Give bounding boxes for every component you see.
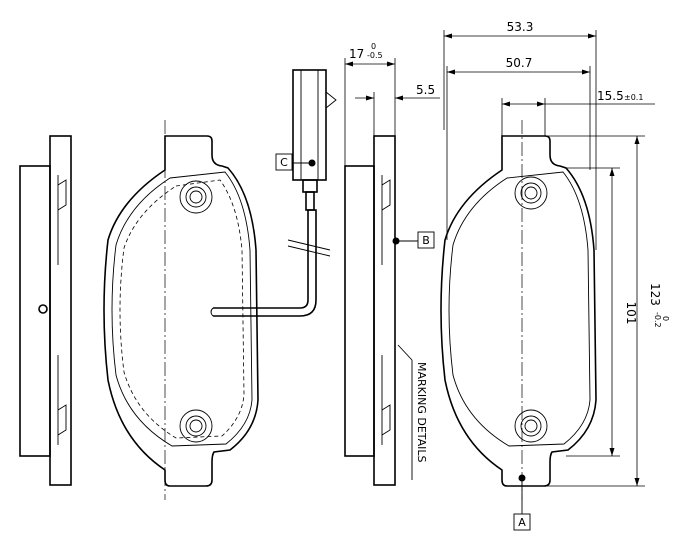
left-side-view (19, 135, 72, 486)
ref-a-label: A (518, 516, 526, 529)
wear-indicator-hole (38, 304, 48, 314)
ref-b-box (417, 231, 435, 249)
dim-17-tol-bottom: -0.5 (367, 51, 383, 60)
right-rivet-top (514, 176, 548, 210)
left-backplate (49, 135, 72, 486)
dim-101: 101 (624, 302, 638, 325)
left-friction-block (19, 165, 51, 457)
front-pad-friction-outline (111, 171, 253, 447)
ref-b-label: B (422, 234, 430, 247)
dim-17-tol-top: 0 (371, 42, 376, 51)
front-pad-outline (103, 135, 259, 487)
marking-details-label: MARKING DETAILS (415, 362, 428, 463)
dim-53-3: 53.3 (507, 20, 534, 34)
dim-123-tol-bottom: -0.2 (653, 312, 662, 328)
right-rivet-bottom (514, 409, 548, 443)
ref-c-label: C (280, 156, 288, 169)
sensor-wire (213, 209, 317, 317)
dim-17: 17 (349, 47, 364, 61)
middle-side-view: B MARKING DETAILS (344, 135, 435, 486)
sensor-connector (292, 69, 337, 211)
dim-123-tol-top: 0 (661, 316, 670, 321)
front-rivet-bottom (179, 409, 213, 443)
right-front-view: A (440, 120, 597, 531)
middle-backplate (373, 135, 396, 486)
dim-50-7: 50.7 (506, 56, 533, 70)
right-pad-friction-outline (448, 171, 591, 447)
dim-123: 123 (648, 283, 662, 306)
right-pad-outline (440, 135, 597, 487)
middle-friction-block (344, 165, 375, 457)
dim-15-5-tol: ±0.1 (624, 93, 643, 102)
dim-5-5: 5.5 (416, 83, 435, 97)
ref-c-box (275, 153, 293, 171)
front-rivet-top (179, 180, 213, 214)
dim-15-5: 15.5 (597, 89, 624, 103)
ref-a-box (513, 513, 531, 531)
front-view-pad-with-sensor: C (103, 69, 337, 500)
dimension-lines (344, 30, 655, 487)
